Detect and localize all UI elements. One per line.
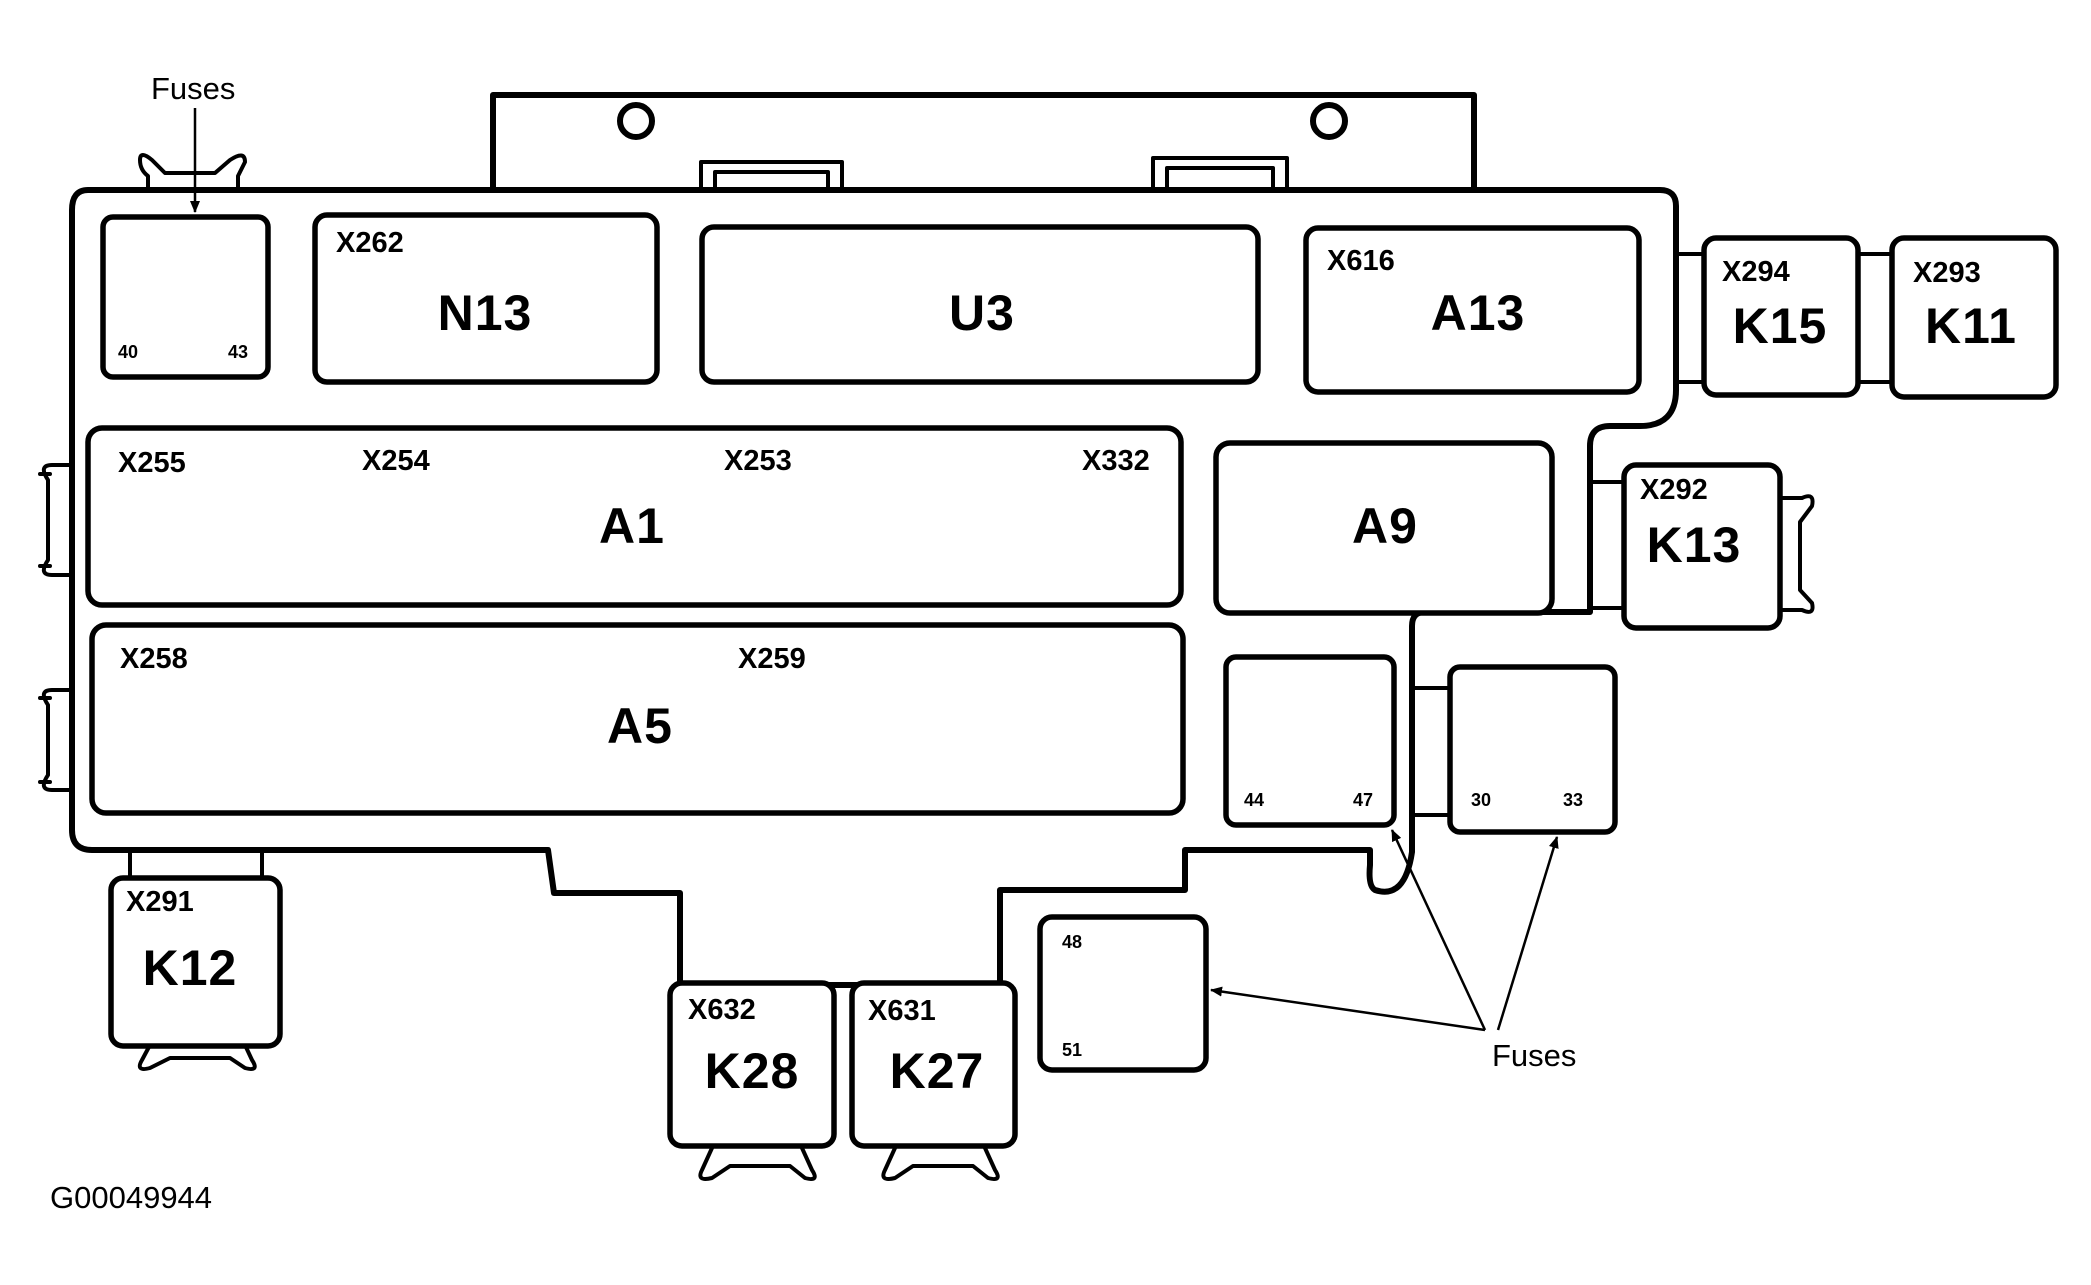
component-n13: X262 N13 bbox=[312, 212, 660, 385]
fuse-block-40-43: 40 43 bbox=[100, 214, 271, 380]
connector-label: X292 bbox=[1640, 474, 1708, 506]
relay-k12: X291 K12 bbox=[108, 875, 283, 1049]
fuse-number-end: 51 bbox=[1062, 1040, 1082, 1060]
connector-label: X259 bbox=[738, 643, 806, 675]
component-label: K27 bbox=[890, 1043, 985, 1099]
fuse-block-44-47: 44 47 bbox=[1223, 654, 1397, 828]
component-label: K15 bbox=[1733, 298, 1828, 354]
figure-code: G00049944 bbox=[50, 1180, 212, 1215]
component-label: A9 bbox=[1352, 498, 1418, 554]
connector-label: X632 bbox=[688, 994, 756, 1026]
connector-label: X258 bbox=[120, 643, 188, 675]
component-a5: X258 X259 A5 bbox=[89, 622, 1186, 816]
fuse-block-30-33: 30 33 bbox=[1447, 664, 1618, 835]
relay-link bbox=[1674, 252, 1894, 384]
component-label: K11 bbox=[1925, 298, 2017, 354]
relay-k11: X293 K11 bbox=[1889, 235, 2059, 400]
fuse-block-48-51: 48 51 bbox=[1037, 914, 1209, 1073]
relay-link bbox=[1588, 480, 1626, 610]
relay-link bbox=[128, 848, 264, 882]
fuse-number-start: 40 bbox=[118, 342, 138, 362]
fuses-callout-label: Fuses bbox=[1492, 1038, 1576, 1073]
relay-k28: X632 K28 bbox=[667, 980, 837, 1149]
mounting-hole bbox=[1310, 102, 1348, 140]
callout-arrow bbox=[1210, 986, 1486, 1032]
top-mounting-bracket bbox=[490, 92, 1477, 198]
component-label: A13 bbox=[1431, 285, 1526, 341]
fuse-number-start: 44 bbox=[1244, 790, 1264, 810]
top-clip bbox=[138, 153, 247, 192]
connector-label: X616 bbox=[1327, 245, 1395, 277]
relay-k27: X631 K27 bbox=[849, 980, 1018, 1149]
fuse-number-end: 33 bbox=[1563, 790, 1583, 810]
component-label: N13 bbox=[438, 285, 533, 341]
relay-clip bbox=[1778, 494, 1815, 614]
callout-arrow bbox=[1390, 829, 1487, 1031]
component-label: A1 bbox=[599, 498, 665, 554]
component-label: K12 bbox=[143, 940, 238, 996]
connector-label: X253 bbox=[724, 445, 792, 477]
relay-clip bbox=[881, 1146, 1000, 1181]
connector-label: X262 bbox=[336, 227, 404, 259]
component-label: K28 bbox=[705, 1043, 800, 1099]
component-u3: U3 bbox=[699, 224, 1261, 385]
relay-k15: X294 K15 bbox=[1701, 235, 1861, 398]
relay-k13: X292 K13 bbox=[1621, 462, 1783, 631]
fuses-callout-label: Fuses bbox=[151, 71, 235, 106]
connector-label: X254 bbox=[362, 445, 430, 477]
side-clip bbox=[38, 463, 72, 577]
fuse-number-start: 48 bbox=[1062, 932, 1082, 952]
connector-label: X294 bbox=[1722, 256, 1790, 288]
connector-label: X291 bbox=[126, 886, 194, 918]
fuse-number-start: 30 bbox=[1471, 790, 1491, 810]
mounting-hole bbox=[617, 102, 655, 140]
connector-label: X293 bbox=[1913, 257, 1981, 289]
callout-arrow bbox=[1496, 836, 1559, 1031]
connector-label: X255 bbox=[118, 447, 186, 479]
relay-clip bbox=[698, 1146, 817, 1181]
component-a13: X616 A13 bbox=[1303, 225, 1642, 395]
side-clip bbox=[38, 688, 72, 792]
connector-label: X631 bbox=[868, 995, 936, 1027]
component-label: A5 bbox=[607, 698, 673, 754]
fuse-link bbox=[1410, 686, 1452, 817]
component-a9: A9 bbox=[1213, 440, 1555, 616]
fuse-number-end: 43 bbox=[228, 342, 248, 362]
connector-label: X332 bbox=[1082, 445, 1150, 477]
component-label: K13 bbox=[1647, 517, 1742, 573]
component-a1: X255 X254 X253 X332 A1 bbox=[85, 425, 1184, 608]
component-label: U3 bbox=[949, 285, 1015, 341]
fuse-number-end: 47 bbox=[1353, 790, 1373, 810]
relay-clip bbox=[137, 1043, 257, 1071]
